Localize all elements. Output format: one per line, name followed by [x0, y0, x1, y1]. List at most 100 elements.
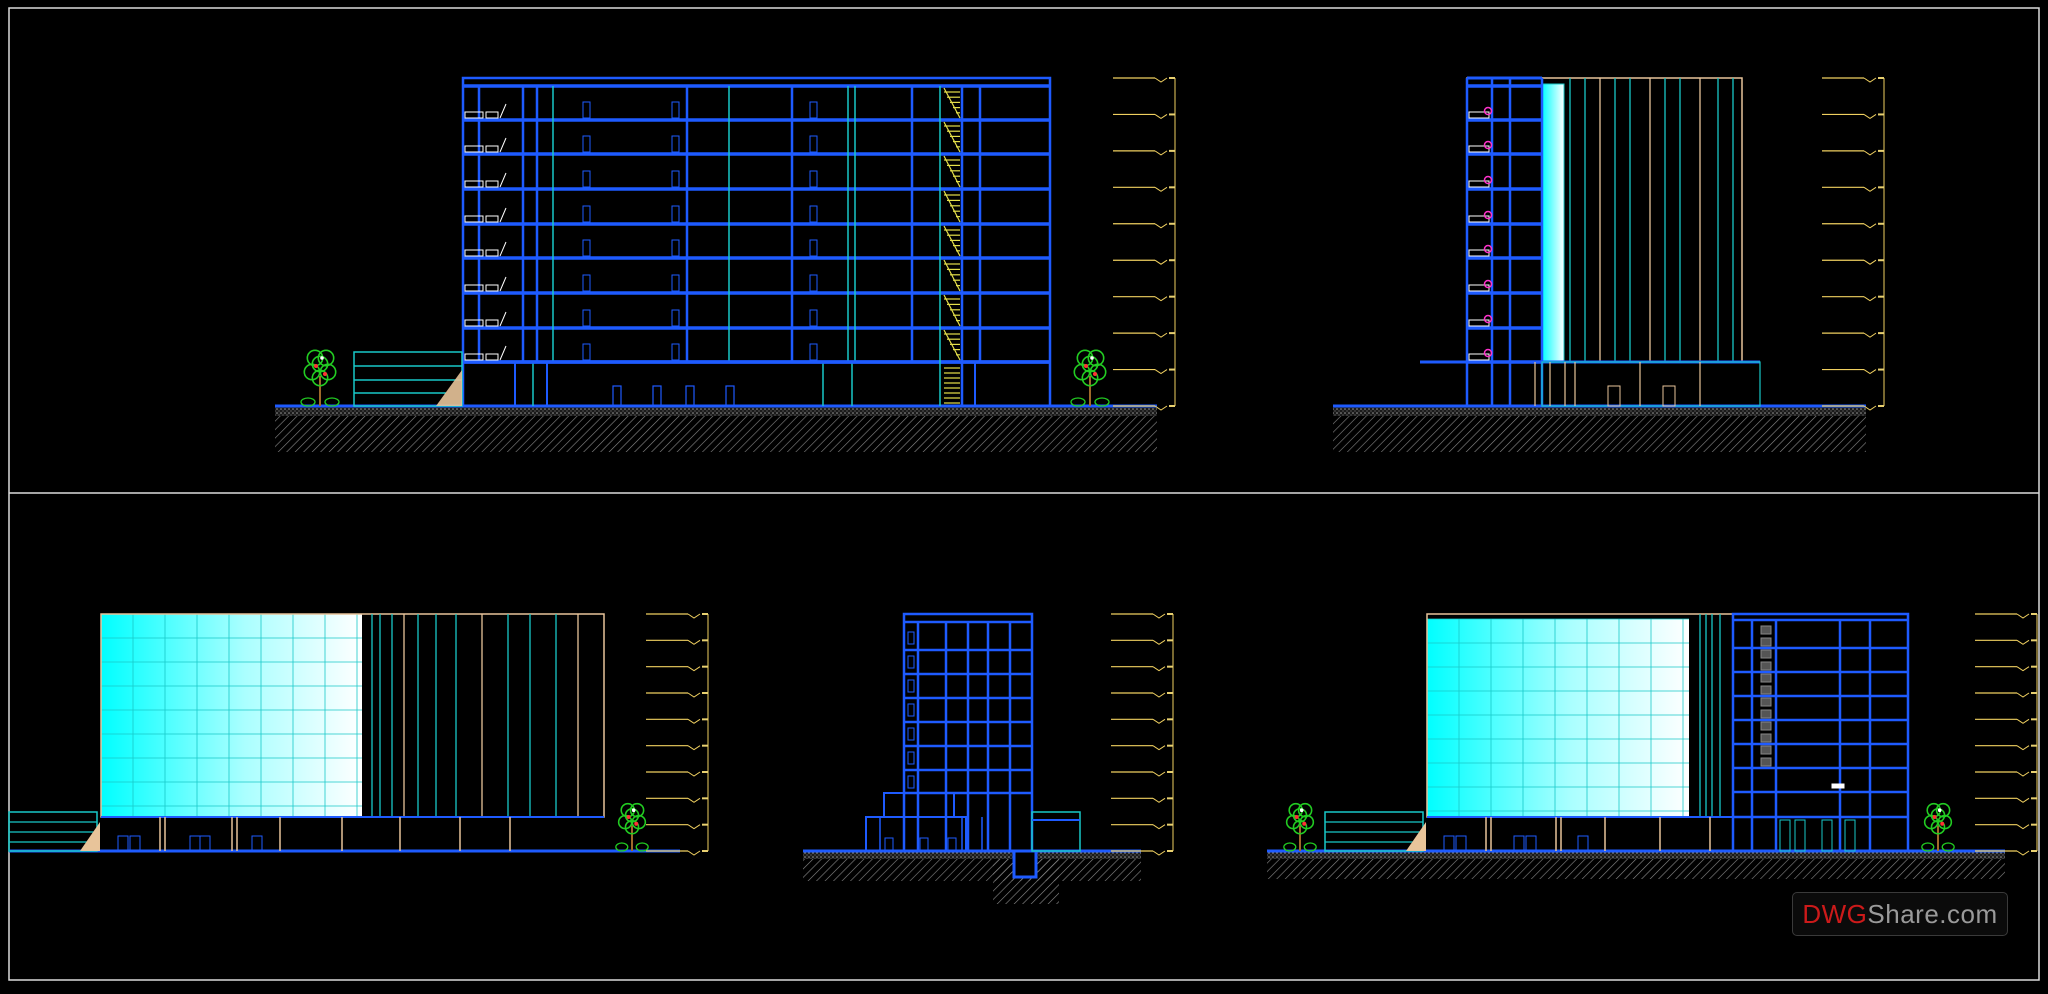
window — [907, 655, 915, 669]
door — [652, 385, 662, 407]
level-marker-icon — [2016, 771, 2030, 777]
window-column — [1760, 709, 1772, 719]
level-marker-icon — [1152, 850, 1166, 856]
window-column — [1760, 649, 1772, 659]
figure-icon — [1483, 140, 1493, 150]
balcony-railing — [485, 145, 499, 153]
level-marker-column — [1111, 613, 1174, 856]
tree-fruit — [320, 356, 324, 360]
figure-icon — [1483, 348, 1493, 358]
door — [685, 385, 695, 407]
window-column — [1760, 637, 1772, 647]
level-marker-icon — [687, 613, 701, 619]
level-marker-icon — [1154, 114, 1168, 120]
level-marker-icon — [1863, 150, 1877, 156]
level-marker-icon — [1863, 114, 1877, 120]
tree-icon — [1283, 802, 1317, 852]
shrub — [1070, 397, 1086, 407]
level-marker-icon — [1152, 718, 1166, 724]
door — [582, 170, 591, 188]
figure-icon — [1483, 210, 1493, 220]
level-marker-icon — [2016, 613, 2030, 619]
elevation-4 — [803, 612, 1141, 904]
door — [919, 837, 929, 852]
level-marker-icon — [1863, 259, 1877, 265]
door — [809, 205, 818, 223]
window-column — [1760, 745, 1772, 755]
door — [582, 239, 591, 257]
tree-canopy — [317, 349, 335, 367]
tree-fruit — [314, 364, 318, 368]
level-marker-icon — [1154, 150, 1168, 156]
level-markers — [646, 77, 2038, 856]
tree-fruit — [1932, 815, 1937, 819]
level-marker-icon — [687, 666, 701, 672]
tree-canopy — [1930, 819, 1946, 835]
door — [1513, 835, 1525, 852]
level-marker-column — [1113, 77, 1176, 411]
shrub — [1283, 842, 1297, 852]
trees — [300, 349, 1955, 852]
level-marker-icon — [2016, 666, 2030, 672]
building-elevation — [1324, 612, 1910, 853]
balcony-railing — [499, 137, 507, 153]
tree-fruit — [1090, 356, 1094, 360]
level-marker-icon — [687, 639, 701, 645]
window-column — [1760, 673, 1772, 683]
entrance-ramp — [436, 370, 462, 406]
level-marker-icon — [1152, 666, 1166, 672]
stair-icon — [943, 121, 961, 153]
level-marker-icon — [687, 771, 701, 777]
shrub — [324, 397, 340, 407]
tree-icon — [1921, 802, 1955, 852]
level-marker-icon — [1152, 613, 1166, 619]
shrub — [300, 397, 316, 407]
door — [612, 385, 622, 407]
door — [671, 343, 680, 361]
level-marker-icon — [1863, 405, 1877, 411]
tree-fruit — [1093, 372, 1097, 376]
watermark-brand-grey: Share.com — [1867, 898, 1998, 929]
tower-outline — [1731, 612, 1910, 853]
shrub — [1094, 397, 1110, 407]
level-marker-icon — [2016, 824, 2030, 830]
level-marker-icon — [2016, 718, 2030, 724]
door — [189, 835, 201, 852]
balcony-railing — [464, 180, 484, 188]
balcony-railing — [499, 172, 507, 188]
door — [671, 205, 680, 223]
level-marker-icon — [1863, 186, 1877, 192]
tree-icon — [300, 349, 340, 407]
building-elevation — [8, 613, 605, 852]
level-marker-icon — [1152, 692, 1166, 698]
level-marker-icon — [687, 718, 701, 724]
balcony-railing — [485, 215, 499, 223]
door — [1607, 385, 1621, 407]
door — [1525, 835, 1537, 852]
door — [671, 239, 680, 257]
balcony-railing — [464, 353, 484, 361]
door — [947, 837, 957, 852]
level-marker-icon — [1863, 332, 1877, 338]
building-section — [1420, 76, 1761, 407]
window — [907, 751, 915, 765]
figure-icon — [1483, 175, 1493, 185]
building-section — [865, 612, 1081, 853]
door — [582, 343, 591, 361]
level-marker-icon — [1152, 639, 1166, 645]
tree-fruit — [1084, 364, 1088, 368]
entrance-ramp — [1406, 822, 1426, 851]
level-marker-icon — [1154, 369, 1168, 375]
level-marker-icon — [1154, 186, 1168, 192]
tree-canopy — [624, 819, 640, 835]
balcony-railing — [464, 145, 484, 153]
balcony-railing — [499, 276, 507, 292]
tree-fruit — [626, 815, 631, 819]
balcony-railing — [499, 311, 507, 327]
tree-canopy — [1297, 802, 1313, 818]
window — [907, 631, 915, 645]
shrub — [615, 842, 629, 852]
figure-icon — [1483, 279, 1493, 289]
